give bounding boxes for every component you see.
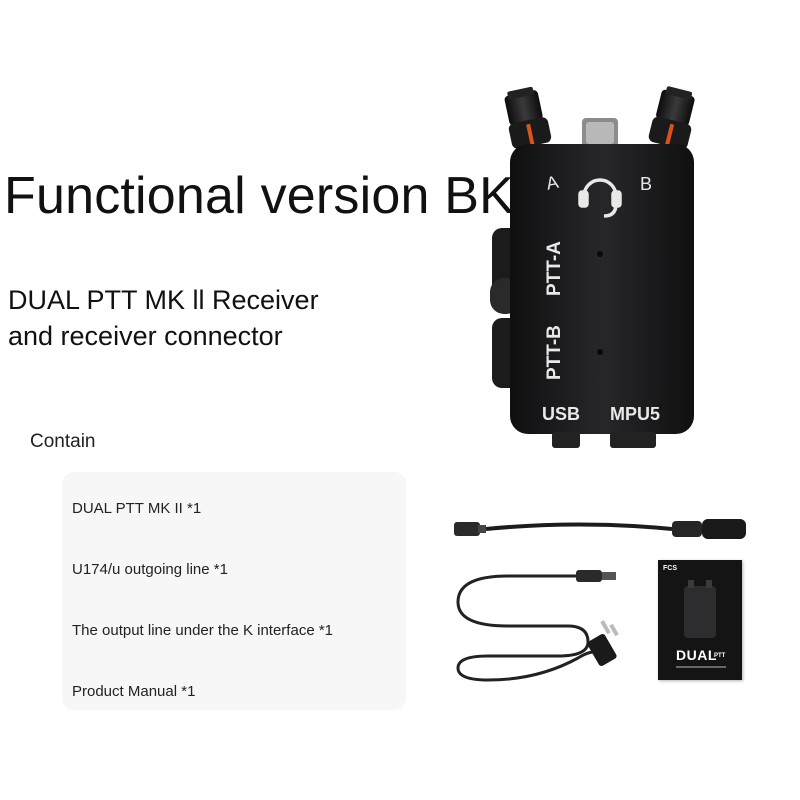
subtitle-line-2: and receiver connector (8, 321, 283, 351)
label-usb: USB (542, 404, 580, 424)
label-ptt-b: PTT-B (544, 325, 565, 380)
contents-list: DUAL PTT MK II *1 U174/u outgoing line *… (62, 472, 406, 710)
screw-top (597, 251, 603, 257)
product-manual-image: FCS DUAL PTT (658, 560, 742, 680)
device-body (510, 144, 694, 434)
contents-item-device: DUAL PTT MK II *1 (72, 500, 202, 517)
connector-a-knob (504, 86, 552, 151)
u174-cable-image (454, 519, 746, 539)
contents-item-manual: Product Manual *1 (72, 683, 196, 700)
label-b: B (640, 174, 652, 194)
label-mpu5: MPU5 (610, 404, 660, 424)
contents-item-k-line: The output line under the K interface *1 (72, 622, 334, 639)
manual-brand: FCS (663, 565, 677, 572)
manual-subtitle: PTT (714, 653, 726, 659)
label-a: A (544, 172, 560, 194)
mpu5-port (610, 432, 656, 448)
manual-title: DUAL (676, 647, 717, 663)
manual-divider (676, 666, 726, 668)
connector-b-knob (648, 86, 695, 150)
subtitle-line-1: DUAL PTT MK ll Receiver (8, 285, 319, 315)
contents-item-u174-line: U174/u outgoing line *1 (72, 561, 228, 578)
k-interface-cable-image (456, 570, 619, 682)
manual-device-thumbnail (684, 580, 716, 638)
contents-label: Contain (30, 431, 96, 452)
headset-icon (578, 178, 622, 218)
product-subtitle: DUAL PTT MK ll Receiver and receiver con… (8, 282, 319, 354)
dual-ptt-device-image: A B PTT-A PTT-B USB MPU5 (490, 86, 695, 448)
usb-port (552, 432, 580, 448)
label-ptt-a: PTT-A (544, 241, 565, 296)
page-title: Functional version BK (4, 167, 515, 225)
screw-bottom (597, 349, 603, 355)
